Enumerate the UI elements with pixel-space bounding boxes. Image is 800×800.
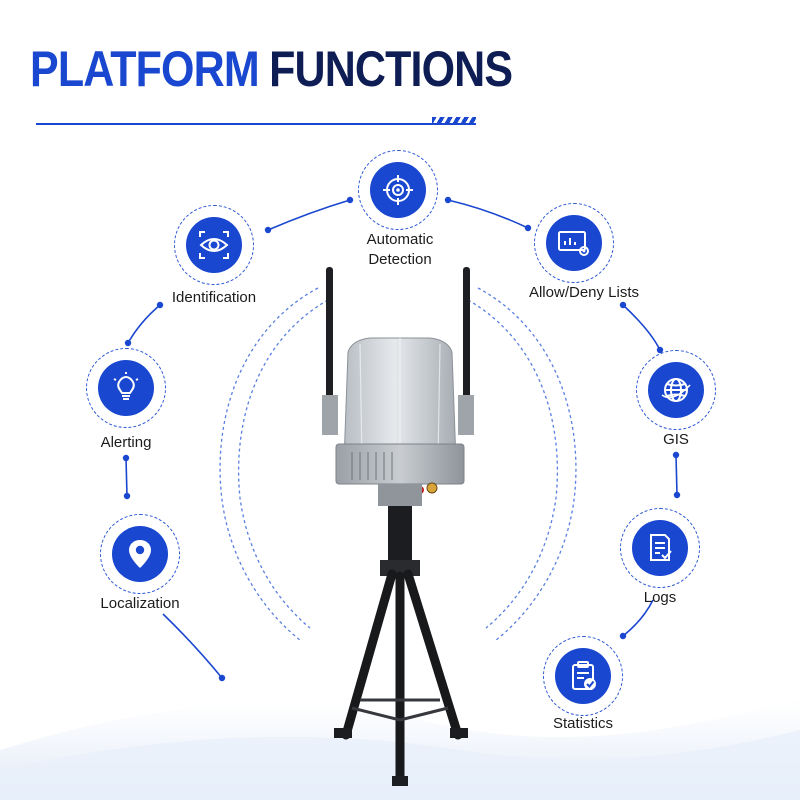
feature-node-automatic-detection <box>358 150 438 230</box>
globe-icon <box>661 378 691 402</box>
title-word-functions: FUNCTIONS <box>269 41 513 97</box>
lightbulb-icon <box>113 372 139 400</box>
title-word-platform: PLATFORM <box>30 41 260 97</box>
feature-node-logs <box>620 508 700 588</box>
feature-label-automatic-detection: Automatic Detection <box>366 231 434 268</box>
feature-label-logs: Logs <box>643 589 677 606</box>
target-icon <box>383 175 413 205</box>
feature-label-alerting: Alerting <box>100 434 152 451</box>
eye-icon <box>199 231 229 259</box>
feature-label-identification: Identification <box>171 289 257 306</box>
feature-label-statistics: Statistics <box>552 715 613 732</box>
title-underline <box>36 123 476 125</box>
feature-label-allow-deny-lists: Allow/Deny Lists <box>528 284 640 301</box>
feature-node-identification <box>174 205 254 285</box>
feature-node-alerting <box>86 348 166 428</box>
feature-node-statistics <box>543 636 623 716</box>
feature-label-gis: GIS <box>663 431 689 448</box>
clipboard-check-icon <box>572 661 596 690</box>
monitor-settings-icon <box>558 231 589 256</box>
location-pin-icon <box>129 540 151 568</box>
feature-node-gis <box>636 350 716 430</box>
title-underline-accent <box>432 117 476 125</box>
document-check-icon <box>650 534 672 561</box>
feature-label-localization: Localization <box>100 595 180 612</box>
feature-node-localization <box>100 514 180 594</box>
feature-node-allow-deny-lists <box>534 203 614 283</box>
